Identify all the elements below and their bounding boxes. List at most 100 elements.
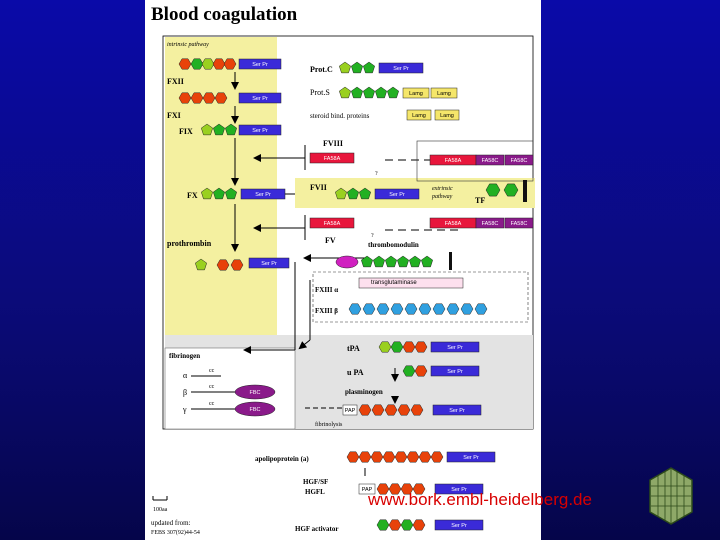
fxi-domain-0 bbox=[178, 92, 192, 104]
fxiii-region bbox=[312, 271, 529, 323]
updated-label-1: updated from: bbox=[151, 519, 191, 527]
fvii-serpr-label: Ser Pr bbox=[389, 192, 405, 198]
apo-kringle-1 bbox=[358, 451, 372, 463]
pap-box bbox=[342, 404, 358, 416]
fibrinolysis-label: fibrinolysis bbox=[315, 421, 343, 428]
prothrombin-kringle-2 bbox=[230, 259, 244, 271]
beta-label: β bbox=[183, 388, 187, 397]
fibc-beta-text: FBC bbox=[250, 390, 261, 396]
fx-serpr-label: Ser Pr bbox=[255, 192, 271, 198]
fvii-domain-0 bbox=[335, 187, 347, 200]
protc-serpr-label: Ser Pr bbox=[393, 66, 409, 72]
plasminogen-kringle-3 bbox=[397, 404, 411, 416]
fxi-domain-2 bbox=[202, 92, 216, 104]
transglut-text: transglutaminase bbox=[371, 280, 417, 286]
fviii-fa58a-1 bbox=[309, 152, 355, 164]
fxii-domain-4 bbox=[223, 58, 237, 70]
tf-label: TF bbox=[475, 196, 485, 205]
fviii-fa58c-2-label: FA58C bbox=[511, 158, 528, 164]
plasminogen-kringle-2 bbox=[384, 404, 398, 416]
fxiiib-domain-5 bbox=[418, 303, 432, 315]
tpa-serpr bbox=[430, 341, 480, 353]
prothrombin-label: prothrombin bbox=[167, 239, 212, 248]
fv-fa58c-1-label: FA58C bbox=[482, 221, 499, 227]
fxii-serpr-label: Ser Pr bbox=[252, 62, 268, 68]
domain-text: transglutaminase bbox=[371, 280, 417, 286]
scale-bar bbox=[152, 496, 168, 501]
plasminogen-kringle-4 bbox=[410, 404, 424, 416]
hgfact-domain-0 bbox=[376, 519, 390, 531]
fxiiib-domain-8 bbox=[460, 303, 474, 315]
fix-domain-0 bbox=[201, 123, 213, 136]
upa-serpr-label: Ser Pr bbox=[447, 369, 463, 375]
upa-kringle bbox=[414, 365, 428, 377]
steroid-label: steroid bind. proteins bbox=[310, 112, 370, 120]
fxi-domain-1 bbox=[190, 92, 204, 104]
plasminogen-label: plasminogen bbox=[345, 388, 383, 396]
prots-lam-1-label: Lamg bbox=[409, 91, 423, 97]
fv-label: FV bbox=[325, 236, 336, 245]
fxii-domain-2 bbox=[201, 58, 215, 70]
fxiiia-box bbox=[358, 277, 464, 289]
prots-domain-2 bbox=[363, 86, 375, 99]
fv-fa58c-1 bbox=[475, 217, 505, 229]
steroid-lam-2 bbox=[434, 109, 460, 121]
prots-domain-1 bbox=[351, 86, 363, 99]
tpa-egf bbox=[390, 341, 404, 353]
protc-domain-0 bbox=[339, 61, 351, 74]
hgf-kringle-2 bbox=[400, 483, 414, 495]
labels: intrinsic pathway FXII FXI FIX Prot.C Pr… bbox=[151, 42, 485, 536]
fxiiib-domain-9 bbox=[474, 303, 488, 315]
fxiiib-domain-3 bbox=[390, 303, 404, 315]
tf-membrane bbox=[523, 180, 527, 202]
question-2: ? bbox=[371, 233, 374, 239]
apo-kringle-7 bbox=[430, 451, 444, 463]
cc-label-1: cc bbox=[209, 368, 215, 374]
question-1: ? bbox=[375, 171, 378, 177]
fxiiib-domain-1 bbox=[362, 303, 376, 315]
apo-serpr-label: Ser Pr bbox=[463, 455, 479, 461]
fvii-serpr bbox=[374, 188, 420, 200]
fibrinogen-box bbox=[164, 347, 296, 430]
fvii-domain-1 bbox=[347, 187, 359, 200]
tpa-finger bbox=[378, 341, 392, 353]
fvii-label: FVII bbox=[310, 183, 327, 192]
fibc-gamma-text: FBC bbox=[250, 407, 261, 413]
cc-label-2: cc bbox=[209, 384, 215, 390]
hgfact-serpr bbox=[434, 519, 484, 531]
fxiiib-domain-4 bbox=[404, 303, 418, 315]
upa-egf bbox=[402, 365, 416, 377]
plasminogen-serpr-label: Ser Pr bbox=[449, 408, 465, 414]
fxi-domain-3 bbox=[214, 92, 228, 104]
gamma-label: γ bbox=[182, 405, 187, 414]
fxii-serpr bbox=[238, 58, 282, 70]
steroid-lam-1-label: Lamg bbox=[412, 113, 426, 119]
coagulation-diagram: Blood coagulation intrinsic pathway FXII… bbox=[151, 4, 535, 536]
fxiiib-domain-7 bbox=[446, 303, 460, 315]
hgf-serpr-label: Ser Pr bbox=[451, 487, 467, 493]
steroid-lam-2-label: Lamg bbox=[440, 113, 454, 119]
fv-fa58a-2-label: FA58A bbox=[445, 221, 462, 227]
fxii-domain-0 bbox=[178, 58, 192, 70]
fxiiia-label: FXIII α bbox=[315, 286, 338, 294]
prots-label: Prot.S bbox=[310, 88, 330, 97]
thrombomodulin-membrane bbox=[449, 252, 452, 270]
hgfl-label: HGFL bbox=[305, 488, 325, 496]
fibc-beta bbox=[234, 384, 276, 400]
prots-lam-1 bbox=[402, 87, 430, 99]
hgfact-domain-2 bbox=[400, 519, 414, 531]
fix-serpr-label: Ser Pr bbox=[252, 128, 268, 134]
prots-domain-0 bbox=[339, 86, 351, 99]
fxi-label: FXI bbox=[167, 111, 181, 120]
fxiiib-domain-0 bbox=[348, 303, 362, 315]
fxii-label: FXII bbox=[167, 77, 184, 86]
fxiiib-label: FXIII β bbox=[315, 307, 338, 315]
fx-domain-1 bbox=[213, 187, 225, 200]
apo-kringle-5 bbox=[406, 451, 420, 463]
plasminogen-serpr bbox=[432, 404, 482, 416]
fviii-fa58c-2 bbox=[504, 154, 534, 166]
alpha-label: α bbox=[183, 371, 188, 380]
fix-serpr bbox=[238, 124, 282, 136]
hgf-kringle-1 bbox=[388, 483, 402, 495]
protc-domain-1 bbox=[351, 61, 363, 74]
